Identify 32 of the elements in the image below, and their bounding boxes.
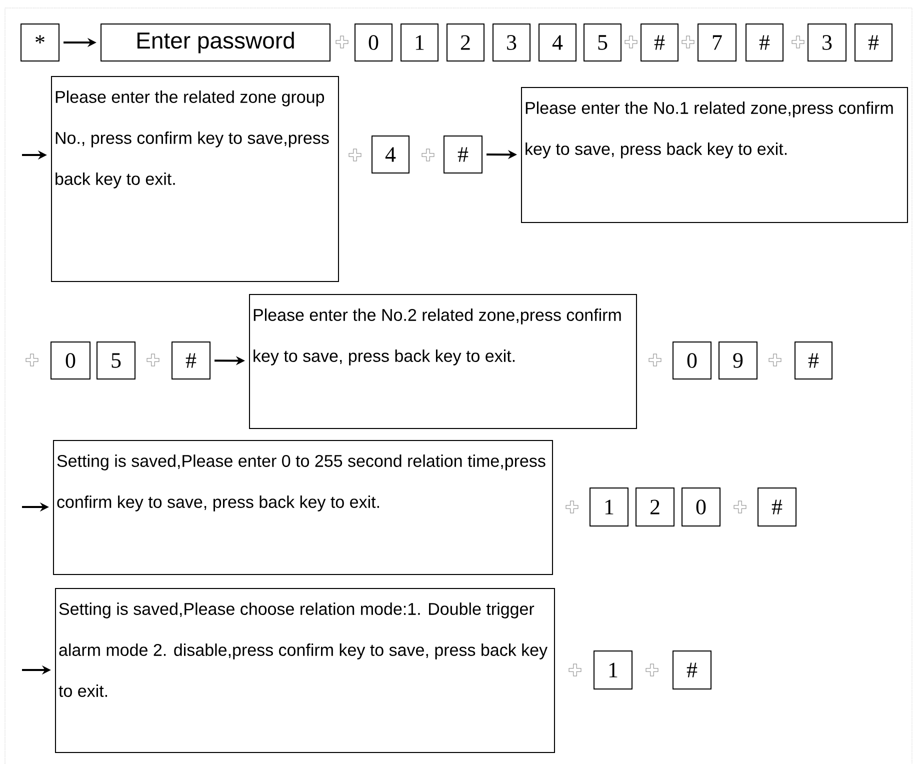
key-box: 1 xyxy=(590,488,628,526)
input-box: Enter password xyxy=(100,24,330,62)
message-box: Please enter the No.1 related zone,press confirm key to save, press back key to exit. xyxy=(521,87,908,223)
key-box: 1 xyxy=(594,650,632,690)
key-box: 9 xyxy=(718,342,758,380)
key-box: 4 xyxy=(538,24,576,62)
key-box: # xyxy=(444,136,482,174)
key-box: 0 xyxy=(354,24,392,62)
key-box: * xyxy=(20,24,60,62)
key-box: 5 xyxy=(584,24,622,62)
key-box: # xyxy=(746,24,784,62)
message-box: Please enter the related zone group No., press confirm key to save,press back key to exit. xyxy=(51,76,339,282)
key-box: 0 xyxy=(682,488,720,526)
key-box: 4 xyxy=(372,136,410,174)
key-box: # xyxy=(758,488,796,526)
key-box: 0 xyxy=(50,342,90,380)
key-box: # xyxy=(172,342,210,380)
message-box: Setting is saved,Please enter 0 to 255 second relation time,press confirm key to save, press back key to exit. xyxy=(53,440,553,575)
key-box: # xyxy=(794,342,832,380)
key-box: 3 xyxy=(808,24,846,62)
key-box: # xyxy=(672,650,712,690)
key-box: 7 xyxy=(698,24,736,62)
key-box: 0 xyxy=(672,342,712,380)
key-box: 2 xyxy=(446,24,484,62)
key-box: 3 xyxy=(492,24,530,62)
key-box: # xyxy=(640,24,678,62)
message-box: Please enter the No.2 related zone,press confirm key to save, press back key to exit. xyxy=(249,294,637,429)
message-box: Setting is saved,Please choose relation mode:1. Double trigger alarm mode 2. disable,press confirm key to save, press back key to exit. xyxy=(55,588,555,753)
key-box: # xyxy=(854,24,892,62)
key-box: 2 xyxy=(636,488,674,526)
key-box: 5 xyxy=(96,342,136,380)
key-box: 1 xyxy=(400,24,438,62)
